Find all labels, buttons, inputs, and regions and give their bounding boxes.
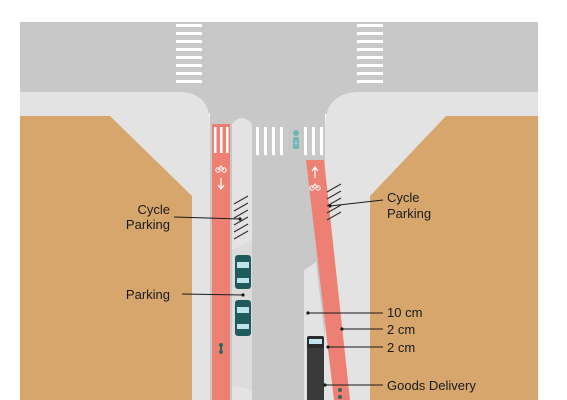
- bicycle-icon: [215, 165, 227, 173]
- zebra-crossing-main: [256, 127, 323, 155]
- block-right: [370, 116, 538, 400]
- label-2cm-first: 2 cm: [387, 322, 415, 337]
- zebra-crossing-top-right: [357, 24, 383, 83]
- leader-dots: [238, 204, 344, 387]
- label-parking: Parking: [126, 287, 170, 302]
- bike-lane-right: [306, 160, 350, 400]
- label-cycle-parking-left-line2: Parking: [126, 217, 170, 232]
- leader-lines: [173, 199, 384, 386]
- arrow-up-icon: [311, 166, 319, 178]
- delivery-truck: [307, 336, 324, 400]
- bike-lane-left: [212, 124, 230, 400]
- label-cycle-parking-left-line1: Cycle: [137, 202, 170, 217]
- parked-car: [235, 255, 251, 289]
- label-10cm: 10 cm: [387, 305, 422, 320]
- cycle-parking-racks-right: [326, 183, 342, 221]
- label-cycle-parking-right-line1: Cycle: [387, 190, 420, 205]
- bicycle-icon: [309, 183, 321, 191]
- bicycle-icon: [338, 388, 342, 399]
- bicycle-icon: [219, 343, 223, 354]
- label-2cm-second: 2 cm: [387, 340, 415, 355]
- pedestrian-icon: [293, 130, 299, 149]
- arrow-down-icon: [217, 178, 225, 190]
- label-goods-delivery: Goods Delivery: [387, 378, 476, 393]
- label-cycle-parking-right-line2: Parking: [387, 206, 431, 221]
- bike-crossing-left: [214, 127, 229, 153]
- cycle-parking-racks-left: [233, 195, 249, 240]
- zebra-crossing-top-left: [176, 24, 202, 83]
- parked-car: [235, 300, 251, 336]
- block-left: [20, 116, 192, 400]
